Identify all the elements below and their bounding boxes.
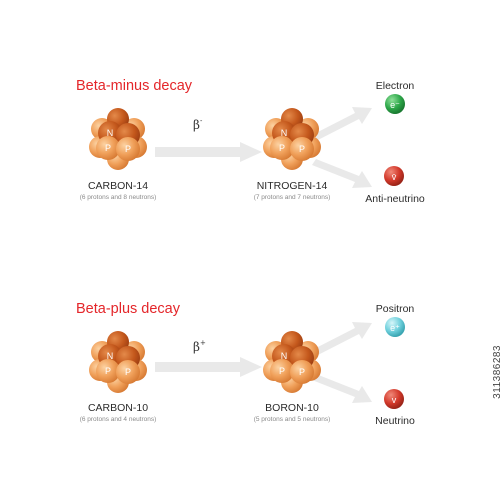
anti-neutrino-label: Anti-neutrino bbox=[365, 193, 425, 205]
svg-text:P: P bbox=[299, 144, 305, 154]
neutrino-label: Neutrino bbox=[375, 415, 415, 427]
positron-label: Positron bbox=[375, 303, 415, 315]
neutrino-particle: v bbox=[384, 389, 404, 409]
arrow-main-2 bbox=[155, 357, 262, 377]
parent-detail: (6 protons and 4 neutrons) bbox=[79, 416, 157, 423]
svg-text:N: N bbox=[281, 128, 288, 138]
anti-neutrino-particle: v̄ bbox=[384, 166, 404, 186]
svg-text:v: v bbox=[392, 395, 397, 405]
beta-plus-symbol: β+ bbox=[193, 339, 206, 354]
svg-text:v̄: v̄ bbox=[392, 172, 397, 182]
svg-text:e⁻: e⁻ bbox=[390, 100, 400, 110]
beta-minus-symbol: β- bbox=[193, 117, 203, 132]
section-title-beta-plus: Beta-plus decay bbox=[76, 301, 180, 317]
svg-text:N: N bbox=[107, 351, 114, 361]
arrow-down-2 bbox=[312, 374, 372, 403]
arrow-up-1 bbox=[312, 107, 372, 141]
svg-text:e⁺: e⁺ bbox=[390, 323, 400, 333]
svg-text:P: P bbox=[105, 366, 111, 376]
svg-text:N: N bbox=[281, 351, 288, 361]
svg-text:P: P bbox=[279, 143, 285, 153]
svg-text:P: P bbox=[105, 143, 111, 153]
svg-text:P: P bbox=[125, 144, 131, 154]
nucleus-boron-10: N P P bbox=[263, 331, 321, 393]
daughter-name: NITROGEN-14 bbox=[256, 180, 328, 192]
positron-particle: e⁺ bbox=[385, 317, 405, 337]
arrow-down-1 bbox=[312, 159, 372, 188]
nucleus-carbon-14: N P P bbox=[89, 108, 147, 170]
svg-text:P: P bbox=[279, 366, 285, 376]
parent-detail: (6 protons and 8 neutrons) bbox=[79, 194, 157, 201]
svg-text:N: N bbox=[107, 128, 114, 138]
svg-text:P: P bbox=[299, 367, 305, 377]
parent-name: CARBON-14 bbox=[87, 180, 149, 192]
section-title-beta-minus: Beta-minus decay bbox=[76, 78, 193, 94]
parent-name: CARBON-10 bbox=[87, 402, 149, 414]
svg-text:P: P bbox=[125, 367, 131, 377]
daughter-name: BORON-10 bbox=[265, 402, 319, 414]
stock-watermark: 311386283 bbox=[492, 345, 500, 399]
nucleus-nitrogen-14: N P P bbox=[263, 108, 321, 170]
arrow-up-2 bbox=[312, 322, 372, 356]
nucleus-carbon-10: N P P bbox=[89, 331, 147, 393]
arrow-main-1 bbox=[155, 142, 262, 162]
daughter-detail: (7 protons and 7 neutrons) bbox=[253, 194, 331, 201]
electron-particle: e⁻ bbox=[385, 94, 405, 114]
daughter-detail: (5 protons and 5 neutrons) bbox=[253, 416, 331, 423]
electron-label: Electron bbox=[375, 80, 415, 92]
